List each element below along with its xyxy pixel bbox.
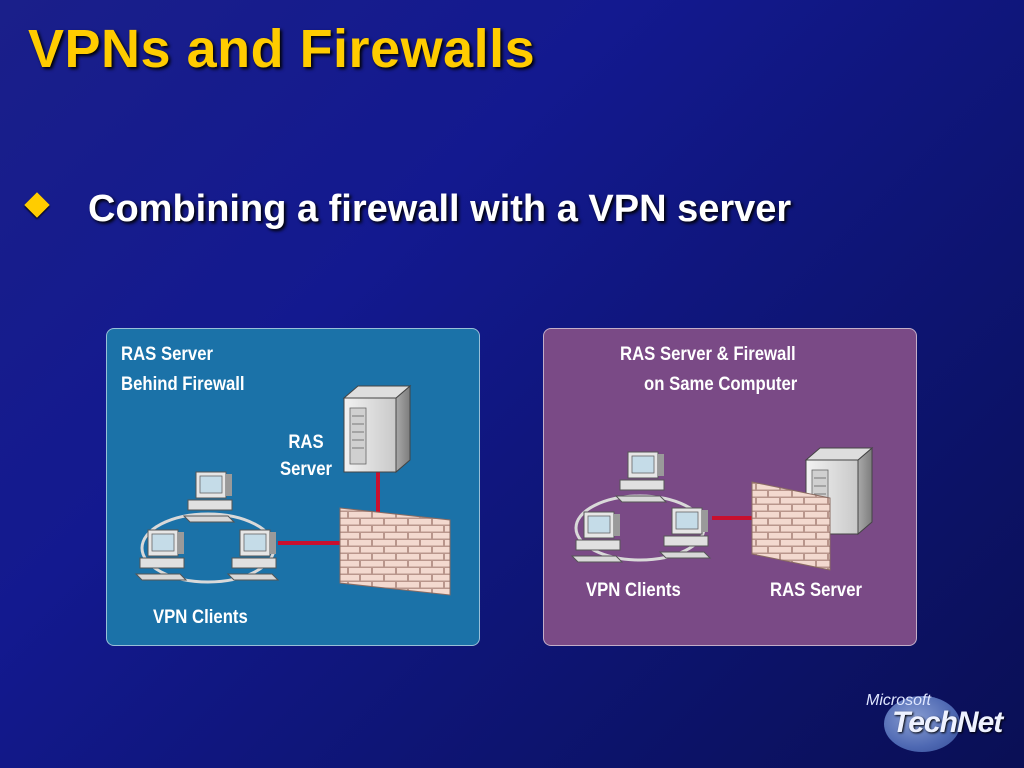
left-firewall-icon bbox=[339, 507, 451, 596]
right-firewall-icon bbox=[751, 481, 831, 571]
right-heading-line1: RAS Server & Firewall bbox=[620, 344, 796, 365]
right-client-computer bbox=[615, 451, 667, 503]
slide-title: VPNs and Firewalls bbox=[28, 19, 536, 79]
left-server-label-line2: Server bbox=[279, 459, 333, 480]
left-ras-server-icon bbox=[343, 385, 411, 473]
right-clients-label: VPN Clients bbox=[586, 580, 681, 601]
technet-logo-swoosh-icon bbox=[884, 696, 960, 752]
logo-microsoft-text: Microsoft bbox=[866, 692, 931, 709]
left-clients-label: VPN Clients bbox=[153, 607, 248, 628]
left-heading-line1: RAS Server bbox=[121, 344, 214, 365]
right-server-label: RAS Server bbox=[770, 580, 863, 601]
panel-ras-behind-firewall bbox=[106, 328, 480, 646]
right-heading-line2: on Same Computer bbox=[644, 374, 798, 395]
technet-logo: Microsoft TechNet bbox=[862, 690, 1012, 760]
left-heading-line2: Behind Firewall bbox=[121, 374, 245, 395]
logo-technet-text: TechNet bbox=[892, 706, 1003, 739]
left-server-label-line1: RAS bbox=[288, 432, 324, 453]
bullet-text: Combining a firewall with a VPN server bbox=[88, 188, 792, 230]
